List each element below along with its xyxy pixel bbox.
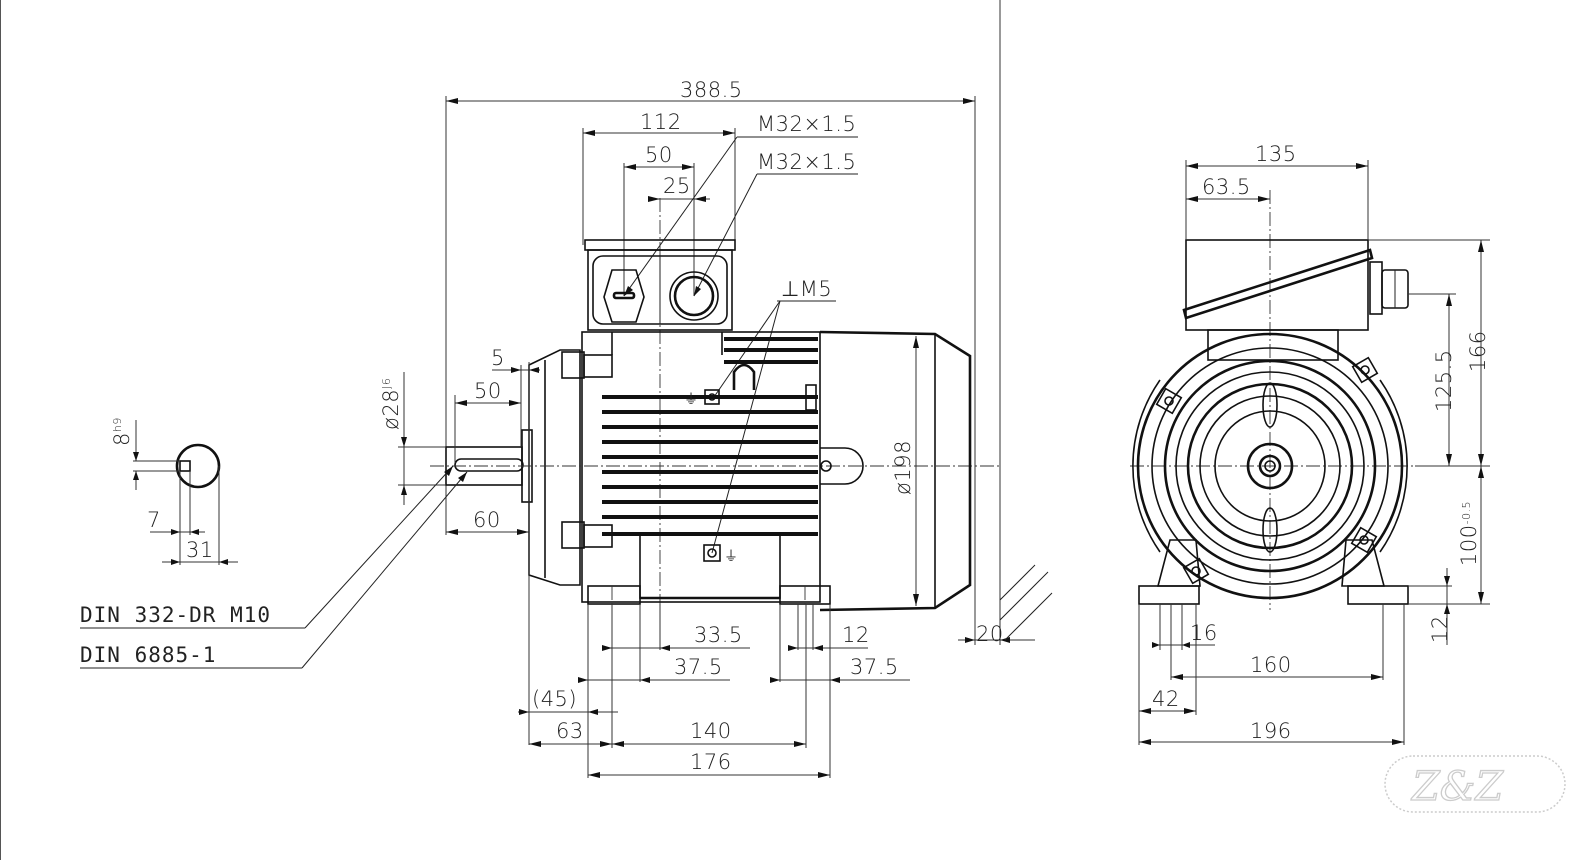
motor-frame: ⏚ [581, 331, 821, 603]
key-standard-note: DIN 6885-1 [80, 643, 216, 667]
end-feet [1138, 539, 1409, 605]
end-housing [1132, 332, 1408, 600]
gland-2-label: M32×1.5 [757, 150, 856, 174]
shaft-height-end-label: 100-0.5 [1457, 501, 1481, 566]
end-terminal-box [1182, 239, 1409, 361]
thread-standard-note: DIN 332-DR M10 [80, 603, 271, 627]
foot-length-label: 176 [690, 750, 732, 774]
cable-gland-round [669, 271, 719, 321]
box-height-label: 166 [1466, 330, 1490, 372]
shaft-length-label: 60 [473, 508, 501, 532]
shaft-cross-section [175, 443, 221, 489]
foot-12-label: 12 [842, 623, 870, 647]
foot-hole-spacing-label: 140 [690, 719, 732, 743]
end-bolts [1155, 356, 1379, 585]
watermark-logo: Z&Z [1384, 755, 1566, 813]
standard-notes: DIN 332-DR M10 DIN 6885-1 [80, 465, 468, 669]
motor-foot: ⏚ [587, 534, 831, 605]
keyway [179, 460, 191, 472]
box-width-label: 135 [1255, 142, 1297, 166]
key-length-label: 50 [474, 379, 502, 403]
side-view: 388.5 112 50 25 M32×1.5 M32×1.5 [379, 0, 1053, 778]
earth-symbol-top: ⏚ [684, 392, 699, 408]
dim-63-label: 63 [556, 719, 584, 743]
shaft-diameter-label: ø28J6 [379, 378, 403, 430]
frame-diameter-label: ø198 [891, 440, 915, 495]
terminal-box-width-label: 112 [640, 110, 682, 134]
end-view: 135 63.5 166 125.5 100-0.5 12 16 [1130, 142, 1490, 745]
gland-1-label: M32×1.5 [757, 112, 856, 136]
page-edge [0, 0, 1, 860]
flange-endshield [521, 349, 613, 586]
svg-text:Z&Z: Z&Z [1410, 764, 1504, 810]
shaft-section-view: 8h9 7 31 [110, 417, 238, 565]
hole-dia-label: 16 [1190, 621, 1218, 645]
flange-45-label: (45) [532, 687, 577, 711]
foot-edge-label: 42 [1152, 687, 1180, 711]
gland-offset-label: 25 [663, 174, 691, 198]
box-center-offset-label: 63.5 [1202, 175, 1251, 199]
earth-symbol-bottom: ⏚ [724, 549, 739, 565]
fan-gap-label: 20 [976, 622, 1004, 646]
shaft-shoulder-label: 5 [491, 346, 505, 370]
cooling-fins [602, 337, 818, 536]
foot-37-5-right-label: 37.5 [850, 655, 899, 679]
shaft-height-label: 31 [186, 538, 214, 562]
earth-screw-label: ⊥M5 [781, 277, 832, 301]
foot-thickness-label: 12 [1428, 615, 1452, 643]
keyway-slot [454, 458, 524, 472]
end-foot-hole-spacing-label: 160 [1250, 653, 1292, 677]
overall-length-label: 388.5 [680, 78, 743, 102]
foot-width-label: 196 [1250, 719, 1292, 743]
foot-37-5-left-label: 37.5 [674, 655, 723, 679]
cable-gland-hex [603, 269, 645, 323]
gland-spacing-label: 50 [645, 143, 673, 167]
fan-cover [819, 330, 972, 612]
lifting-eye [732, 363, 756, 390]
terminal-box [584, 239, 736, 331]
foot-33-5-label: 33.5 [694, 623, 743, 647]
key-depth-label: 7 [147, 508, 161, 532]
gland-height-label: 125.5 [1432, 349, 1456, 412]
key-width-label: 8h9 [110, 417, 134, 446]
